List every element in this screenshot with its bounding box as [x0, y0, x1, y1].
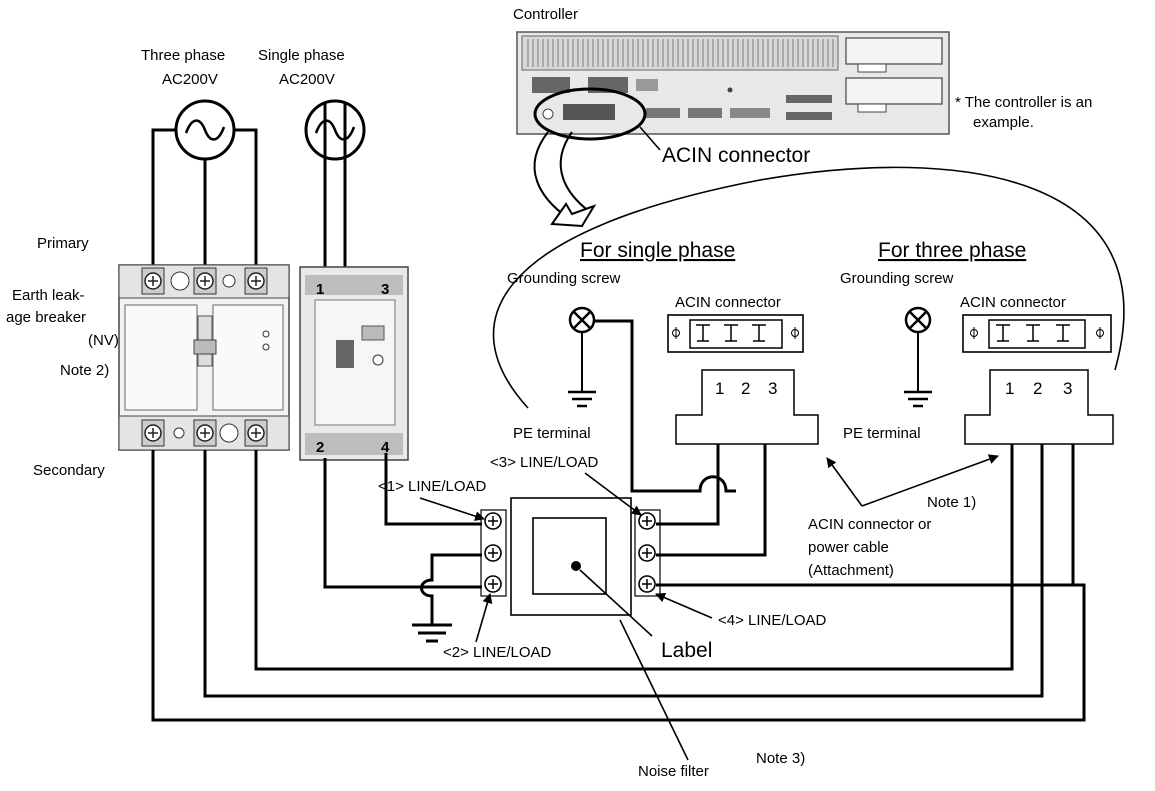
acin-connector-single-label: ACIN connector [675, 294, 781, 311]
wire-breaker-to-filter-1 [384, 453, 482, 526]
supply-wire-3ph-l1 [151, 128, 176, 268]
single-phase-breaker: 1 3 2 4 [299, 266, 409, 461]
three-phase-breaker [118, 264, 290, 451]
acin-connector-single-icon [667, 314, 804, 353]
pin-three-3: 3 [1063, 379, 1072, 398]
line-load-3-arrow [584, 472, 642, 516]
pin-single-3: 3 [768, 379, 777, 398]
pe-terminal-three-label: PE terminal [843, 425, 921, 442]
breaker-label-line1: Earth leak- [12, 287, 85, 304]
zoom-arrow [533, 131, 597, 228]
grounding-screw-single-icon [568, 306, 596, 408]
breaker-terminal-4: 4 [381, 439, 390, 456]
noise-filter-leader-line [619, 619, 689, 761]
ground-symbol-filter [412, 615, 452, 643]
note3-label: Note 3) [756, 750, 805, 767]
note1-arrow-left [826, 457, 863, 507]
breaker-label-line2: age breaker [6, 309, 86, 326]
line-load-4-label: <4> LINE/LOAD [718, 612, 827, 629]
supply-wire-3ph-l3 [234, 128, 258, 268]
controller-note-line1: * The controller is an [955, 94, 1092, 111]
single-phase-voltage: AC200V [279, 71, 335, 88]
acin-connector-three-label: ACIN connector [960, 294, 1066, 311]
note1-arrow-right [861, 454, 999, 507]
grounding-screw-three-icon [904, 306, 932, 408]
noise-filter-label: Noise filter [638, 763, 709, 780]
breaker-note2: Note 2) [60, 362, 109, 379]
line-load-4-arrow [655, 592, 713, 619]
pin-single-1: 1 [715, 379, 724, 398]
controller-label: Controller [513, 6, 578, 23]
three-phase-voltage: AC200V [162, 71, 218, 88]
pe-terminal-single-label: PE terminal [513, 425, 591, 442]
acin-or-cable-line2: power cable [808, 539, 889, 556]
breaker-terminal-1: 1 [316, 281, 324, 298]
secondary-label: Secondary [33, 462, 105, 479]
wire-breaker-to-acin3-pe [151, 450, 1086, 722]
controller-image [516, 31, 950, 135]
grounding-screw-three-label: Grounding screw [840, 270, 954, 287]
acin-or-cable-line3: (Attachment) [808, 562, 894, 579]
detail-balloon [492, 166, 1125, 409]
acin-plug-three [964, 369, 1114, 445]
wire-breaker-to-filter-2 [323, 458, 482, 589]
note1-label: Note 1) [927, 494, 976, 511]
noise-filter [480, 497, 661, 616]
line-load-1-arrow [419, 497, 485, 521]
primary-label: Primary [37, 235, 89, 252]
wire-filter-to-acin-pin1 [656, 444, 720, 526]
acin-connector-three-icon [962, 314, 1112, 353]
single-phase-source-icon [304, 99, 366, 161]
wire-breaker-to-acin3-pin1 [254, 444, 1014, 671]
line-load-2-label: <2> LINE/LOAD [443, 644, 552, 661]
acin-connector-top-label: ACIN connector [662, 144, 810, 167]
breaker-terminal-3: 3 [381, 281, 389, 298]
breaker-label-line3: (NV) [88, 332, 119, 349]
controller-note-line2: example. [973, 114, 1034, 131]
pin-three-2: 2 [1033, 379, 1042, 398]
three-phase-source-icon [174, 99, 236, 161]
line-load-2-arrow [475, 593, 493, 643]
acin-plug-single [675, 369, 819, 445]
three-phase-heading: For three phase [878, 239, 1026, 262]
single-phase-label: Single phase [258, 47, 345, 64]
label-label: Label [661, 639, 712, 662]
line-load-1-label: <1> LINE/LOAD [378, 478, 487, 495]
single-phase-heading: For single phase [580, 239, 735, 262]
line-load-3-label: <3> LINE/LOAD [490, 454, 599, 471]
wire-filter-to-acin-pin3 [656, 444, 767, 557]
acin-highlight-ellipse [533, 87, 647, 141]
three-phase-label: Three phase [141, 47, 225, 64]
pin-three-1: 1 [1005, 379, 1014, 398]
grounding-screw-single-label: Grounding screw [507, 270, 621, 287]
breaker-terminal-2: 2 [316, 439, 324, 456]
label-leader-line [579, 569, 653, 637]
pin-single-2: 2 [741, 379, 750, 398]
acin-or-cable-line1: ACIN connector or [808, 516, 931, 533]
wire-filter-ground [420, 553, 482, 615]
wire-breaker-to-acin3-pin2 [203, 444, 1044, 698]
acin-callout-line [639, 126, 661, 151]
wire-grounding-screw-to-filter [594, 319, 736, 493]
